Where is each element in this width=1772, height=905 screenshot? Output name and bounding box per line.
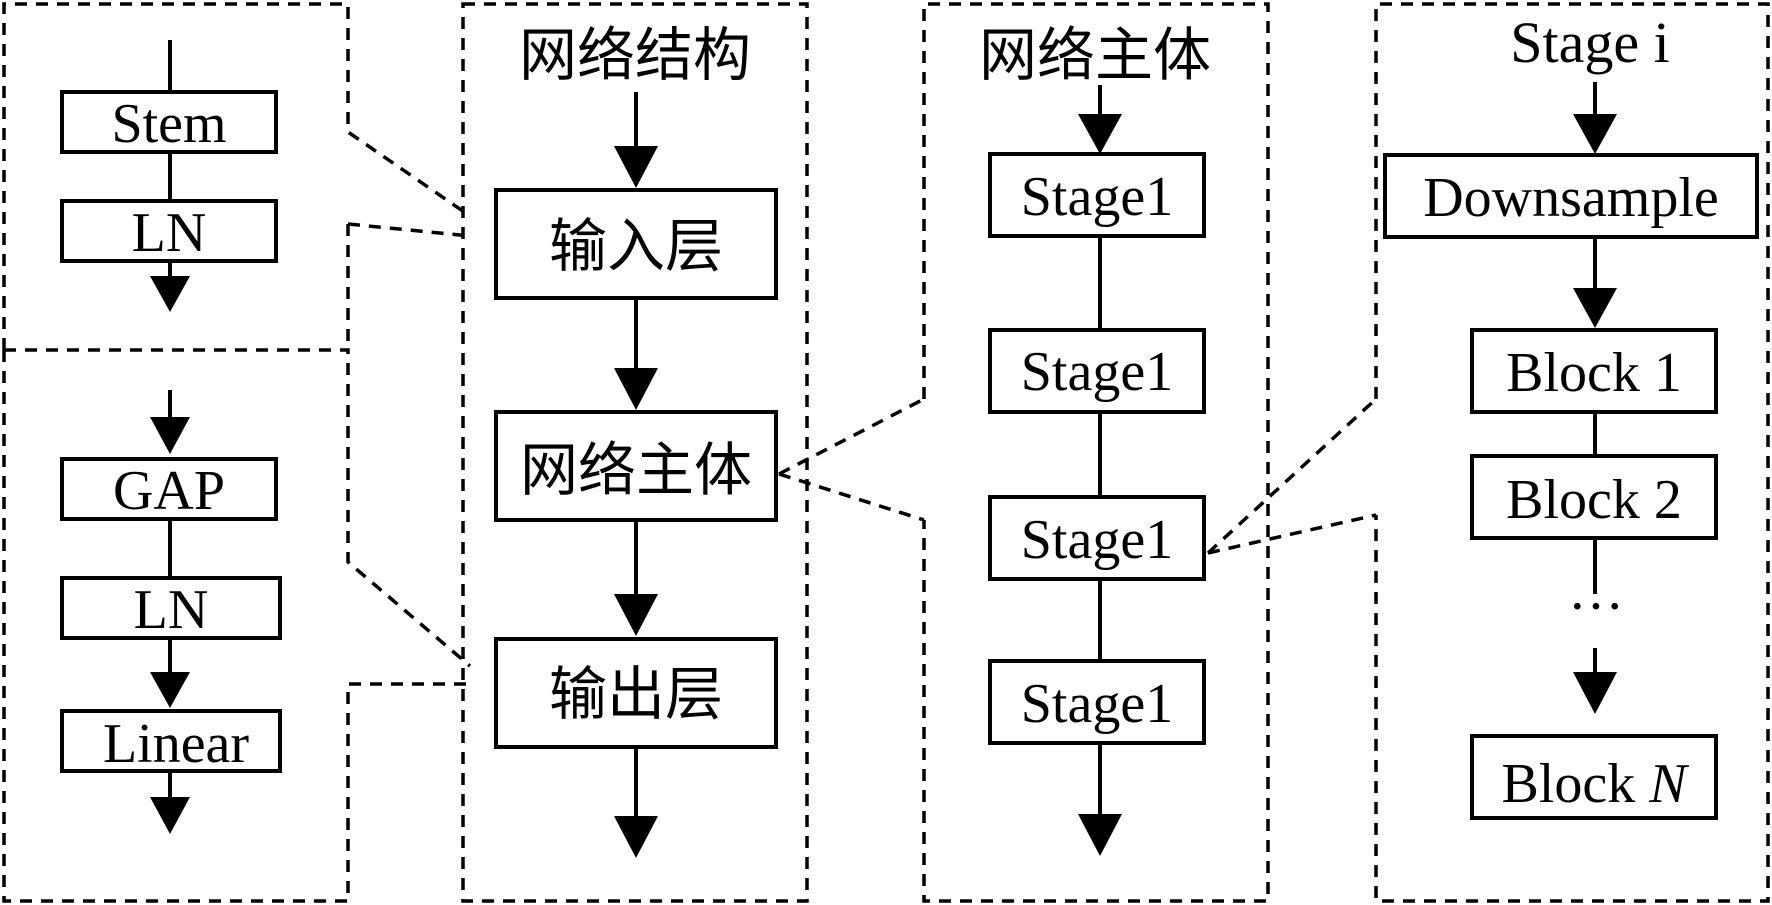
- stage-box-2: [988, 328, 1206, 414]
- backbone-label: 网络主体: [520, 436, 752, 504]
- input-layer-box: [494, 188, 778, 300]
- input-layer-label: 输入层: [549, 212, 723, 280]
- output-layer-label: 输出层: [549, 660, 723, 728]
- backbone-panel-border: [922, 2, 1270, 903]
- stage-box-4: [988, 659, 1206, 745]
- ln-label-output: LN: [134, 579, 209, 641]
- backbone-title: 网络主体: [979, 21, 1211, 89]
- structure-title: 网络结构: [519, 21, 751, 89]
- structure-panel-border: [461, 2, 809, 903]
- stage-label-4: Stage1: [1021, 673, 1173, 735]
- linear-box: [60, 709, 282, 773]
- ln-box-input: [60, 199, 278, 263]
- input-detail-panel: Stem LN: [60, 40, 278, 312]
- stage-title: Stage i: [1510, 10, 1669, 75]
- input-detail-panel-border: [2, 2, 471, 350]
- block-1-box: [1470, 328, 1718, 414]
- output-layer-box: [494, 637, 778, 749]
- block-2-label: Block 2: [1506, 469, 1682, 531]
- stage-zoom-connector-bottom: [1207, 513, 1377, 555]
- block-n-variable: N: [1648, 753, 1689, 815]
- structure-panel: 网络结构 输入层 网络主体 输出层: [494, 21, 778, 858]
- ellipsis: ···: [1568, 576, 1624, 638]
- gap-label: GAP: [113, 460, 225, 522]
- block-1-label: Block 1: [1506, 342, 1682, 404]
- stage-label-1: Stage1: [1021, 166, 1173, 228]
- stage-label-2: Stage1: [1021, 341, 1173, 403]
- backbone-zoom-connector-bottom: [778, 472, 925, 522]
- stem-box: [60, 90, 278, 154]
- backbone-panel: 网络主体 Stage1 Stage1 Stage1 Stage1: [979, 21, 1211, 856]
- arrow-head: [150, 276, 190, 312]
- block-n-label: Block N: [1501, 753, 1689, 815]
- backbone-zoom-connector-top: [778, 397, 925, 476]
- ln-label-input: LN: [132, 202, 207, 264]
- stem-label: Stem: [111, 93, 226, 155]
- stage-label-3: Stage1: [1021, 509, 1173, 571]
- stage-zoom-connector-top: [1206, 397, 1378, 555]
- output-detail-panel: GAP LN Linear: [60, 390, 282, 834]
- linear-label: Linear: [103, 713, 249, 775]
- stage-box-3: [988, 495, 1206, 581]
- output-detail-panel-bottom: [2, 350, 470, 903]
- stage-box-1: [988, 152, 1206, 238]
- block-n-prefix: Block: [1501, 753, 1649, 815]
- stage-panel: Stage i Downsample Block 1 Block 2 ··· B…: [1383, 10, 1759, 820]
- block-n-box: [1470, 734, 1718, 820]
- input-detail-connector: [347, 222, 471, 238]
- output-detail-panel-border: [4, 348, 472, 668]
- downsample-box: [1383, 153, 1759, 239]
- downsample-label: Downsample: [1423, 167, 1719, 229]
- gap-box: [60, 457, 278, 521]
